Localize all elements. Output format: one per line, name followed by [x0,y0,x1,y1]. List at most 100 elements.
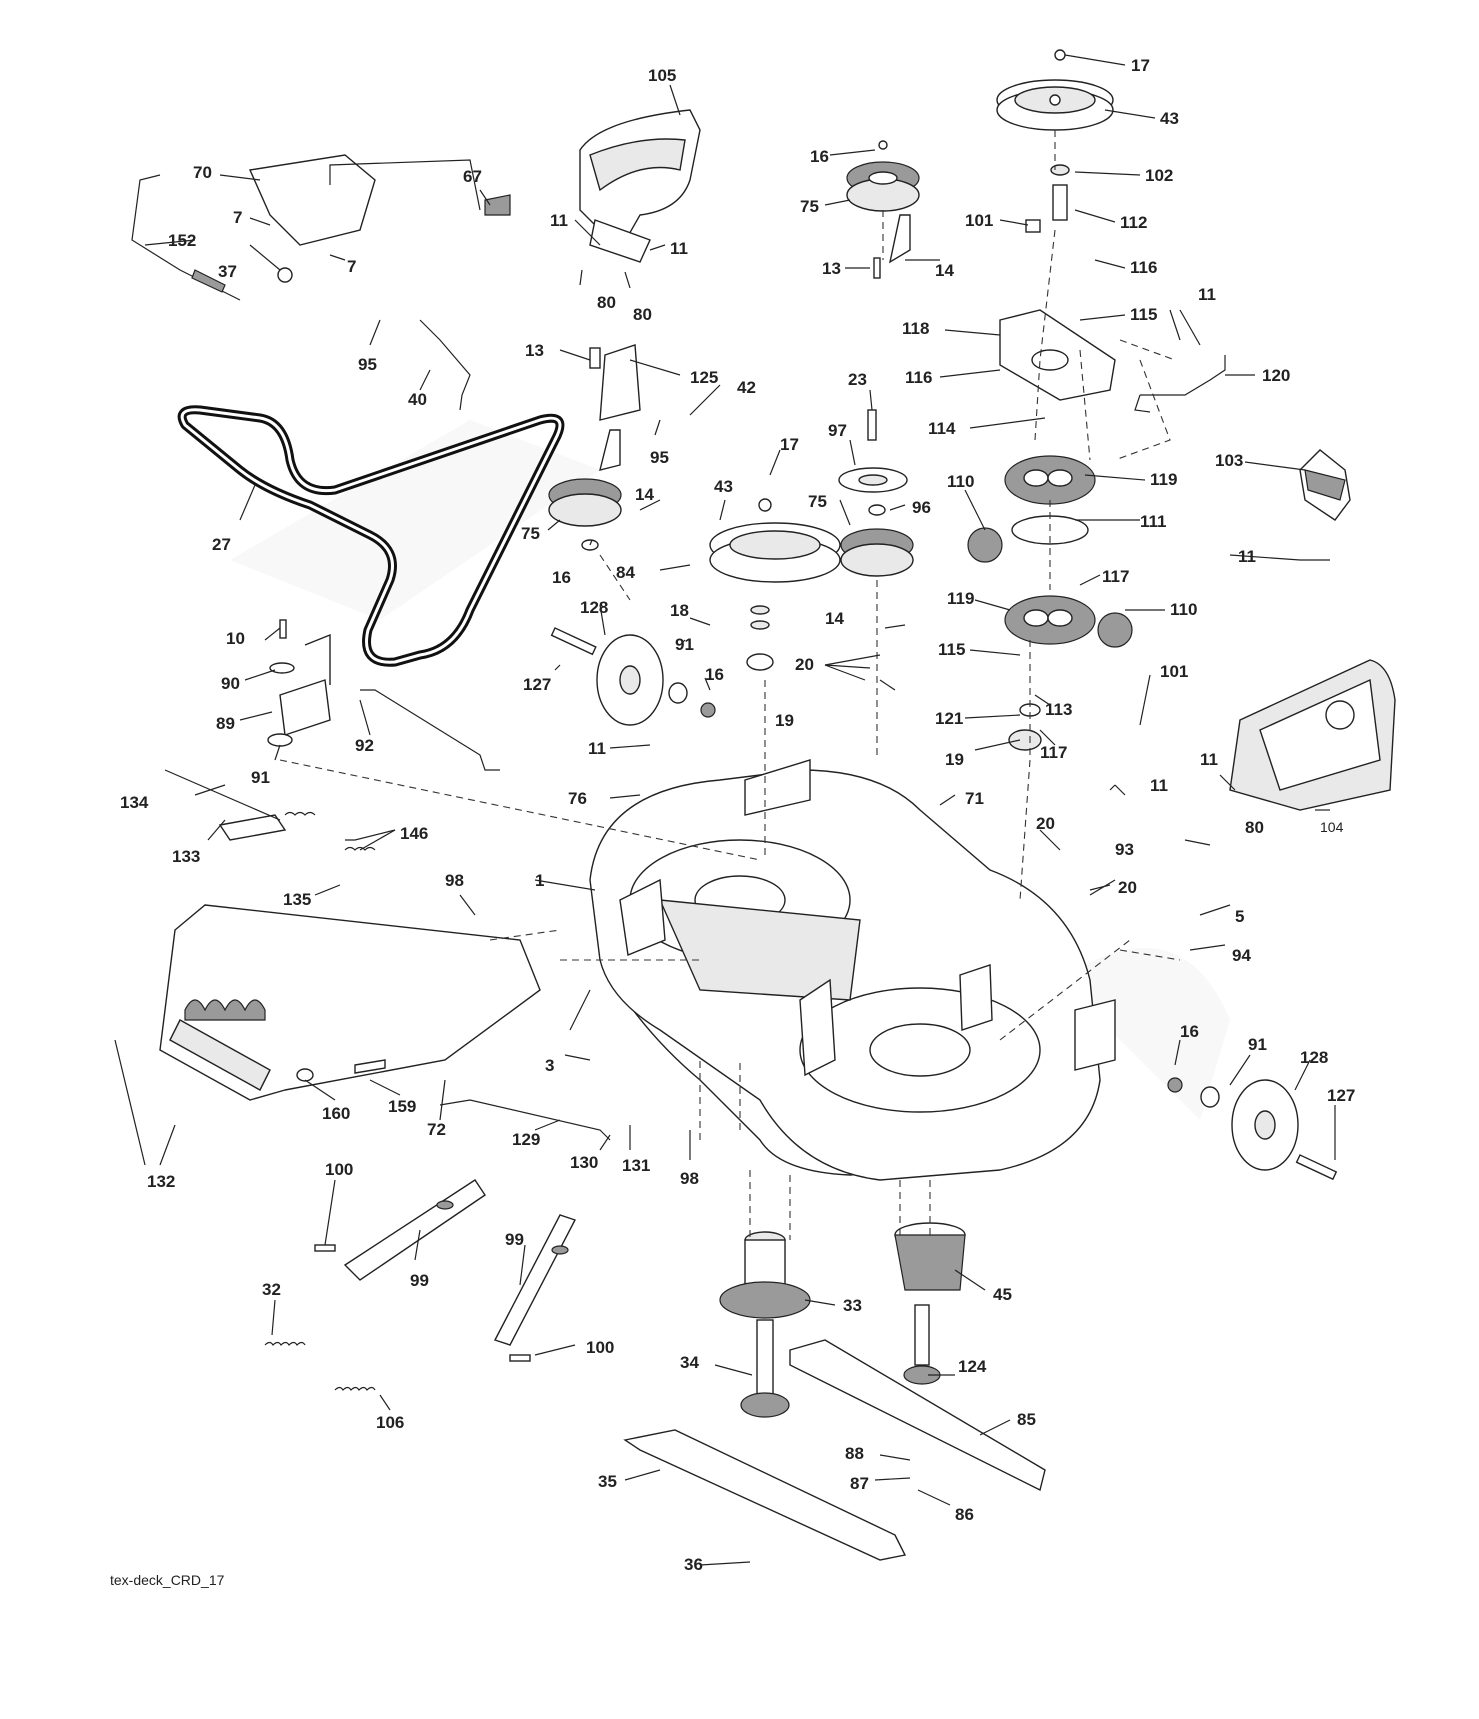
callout-86: 86 [955,1505,974,1524]
callout-124: 124 [958,1357,987,1376]
bracket-103 [1299,449,1351,521]
gears [967,455,1133,751]
callout-134: 134 [120,793,149,812]
callout-45: 45 [993,1285,1012,1304]
callout-7: 7 [347,257,356,276]
callout-135: 135 [283,890,311,909]
callout-40: 40 [408,390,427,409]
callout-131: 131 [622,1156,650,1175]
callout-129: 129 [512,1130,540,1149]
rod-92 [360,689,500,771]
callout-70: 70 [193,163,212,182]
callout-146: 146 [400,824,428,843]
callout-80: 80 [1245,818,1264,837]
callout-16: 16 [552,568,571,587]
callout-98: 98 [445,871,464,890]
callout-159: 159 [388,1097,416,1116]
callout-23: 23 [848,370,867,389]
callout-91: 91 [1248,1035,1267,1054]
callout-132: 132 [147,1172,175,1191]
callout-99: 99 [505,1230,524,1249]
callout-71: 71 [965,789,984,808]
callout-5: 5 [1235,907,1244,926]
callout-117: 117 [1040,743,1067,762]
discharge-chute [159,904,541,1101]
callout-32: 32 [262,1280,281,1299]
callout-101: 101 [965,211,993,230]
wheel-bracket-left [267,619,331,747]
callout-115: 115 [1130,305,1157,324]
shift-linkage-right [1134,355,1226,413]
callout-72: 72 [427,1120,446,1139]
lift-lever-assembly [131,154,511,301]
callout-114: 114 [928,419,956,438]
diagram-code: tex-deck_CRD_17 [110,1572,225,1588]
callout-89: 89 [216,714,235,733]
callout-117: 117 [1102,567,1129,586]
callout-3: 3 [545,1056,554,1075]
callout-34: 34 [680,1353,699,1372]
callout-27-drive-belt: 27 [212,535,231,554]
callout-152: 152 [168,231,196,250]
drive-belt [177,405,565,667]
callout-97: 97 [828,421,847,440]
callout-36: 36 [684,1555,703,1574]
watermark [230,420,1230,1120]
callout-43: 43 [714,477,733,496]
callout-37: 37 [218,262,237,281]
deck-wheel-right [1167,1077,1338,1181]
callout-130: 130 [570,1153,598,1172]
callout-11: 11 [670,239,688,258]
callout-116: 116 [905,368,932,387]
callout-14: 14 [825,609,844,628]
callout-160: 160 [322,1104,350,1123]
callout-16: 16 [705,665,724,684]
arm-99-right [494,1214,576,1362]
callout-91: 91 [675,635,694,654]
callout-94: 94 [1232,946,1251,965]
callout-127: 127 [523,675,551,694]
callout-106: 106 [376,1413,404,1432]
callout-115: 115 [938,640,965,659]
callout-101: 101 [1160,662,1188,681]
callout-127: 127 [1327,1086,1355,1105]
callout-11: 11 [550,211,568,230]
callout-13: 13 [822,259,841,278]
callout-103: 103 [1215,451,1243,470]
callout-43-spindle-pulley: 43 [1160,109,1179,128]
callout-110: 110 [947,472,974,491]
callout-17: 17 [780,435,799,454]
callout-35: 35 [598,1472,617,1491]
callout-20: 20 [1036,814,1055,833]
callout-88: 88 [845,1444,864,1463]
deck-wheel-left [550,627,716,726]
callout-80: 80 [597,293,616,312]
idler-pulley-left [548,344,641,551]
callout-119: 119 [1150,470,1177,489]
callout-91: 91 [251,768,270,787]
callout-93: 93 [1115,840,1134,859]
callout-84: 84 [616,563,635,582]
leader-lines [114,54,1336,1566]
callout-90: 90 [221,674,240,693]
callout-113: 113 [1045,700,1072,719]
callout-110: 110 [1170,600,1197,619]
callout-67: 67 [463,167,482,186]
callout-76: 76 [568,789,587,808]
mower-deck-housing [589,759,1116,1181]
callout-118: 118 [902,319,929,338]
callout-104: 104 [1320,819,1344,835]
callout-80: 80 [633,305,652,324]
callout-121: 121 [935,709,963,728]
callout-16: 16 [810,147,829,166]
spindle-left [719,1231,811,1418]
callout-105: 105 [648,66,676,85]
callout-133: 133 [172,847,200,866]
callout-7: 7 [233,208,242,227]
callout-125: 125 [690,368,718,387]
callout-75: 75 [800,197,819,216]
callout-100: 100 [586,1338,614,1357]
callout-96: 96 [912,498,931,517]
callout-14: 14 [935,261,954,280]
callout-128: 128 [1300,1048,1328,1067]
